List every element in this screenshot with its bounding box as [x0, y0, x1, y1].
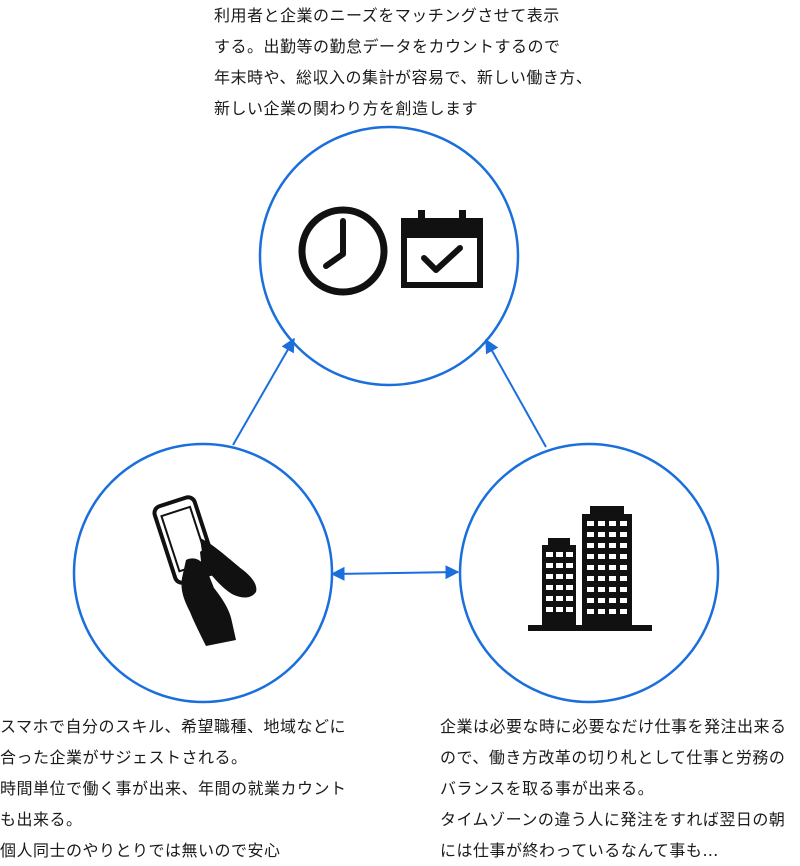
- buildings-icon: [528, 506, 652, 631]
- description-line: 個人同士のやりとりでは無いので安心: [0, 841, 281, 860]
- calendar-check-icon: [401, 210, 483, 288]
- left-node-description: スマホで自分のスキル、希望職種、地域などに 合った企業がサジェストされる。 時間…: [0, 711, 380, 866]
- arrow-left-right: [330, 565, 460, 581]
- description-line: も出来る。: [0, 810, 83, 829]
- description-line: スマホで自分のスキル、希望職種、地域などに: [0, 717, 347, 736]
- description-line: 利用者と企業のニーズをマッチングさせて表示: [214, 6, 560, 25]
- right-node-description: 企業は必要な時に必要なだけ仕事を発注出来る ので、働き方改革の切り札として仕事と…: [440, 711, 800, 866]
- right-node-circle: [458, 442, 720, 704]
- description-line: する。出勤等の勤怠データをカウントするので: [214, 37, 561, 56]
- arrow-left-to-top: [232, 337, 295, 446]
- description-line: 時間単位で働く事が出来、年間の就業カウント: [0, 779, 347, 798]
- description-line: 企業は必要な時に必要なだけ仕事を発注出来る: [440, 717, 787, 736]
- smartphone-hand-icon: [152, 495, 257, 646]
- description-line: 合った企業がサジェストされる。: [0, 748, 248, 767]
- description-line: 新しい企業の関わり方を創造します: [214, 99, 479, 118]
- arrow-right-to-top: [485, 338, 547, 448]
- description-line: タイムゾーンの違う人に発注をすれば翌日の朝: [440, 810, 786, 829]
- top-node-circle: [258, 125, 520, 387]
- description-line: バランスを取る事が出来る。: [440, 779, 655, 798]
- clock-icon: [298, 206, 388, 296]
- description-line: 年末時や、総収入の集計が容易で、新しい働き方、: [214, 68, 593, 87]
- top-node-description: 利用者と企業のニーズをマッチングさせて表示 する。出勤等の勤怠データをカウントす…: [214, 0, 614, 124]
- description-line: には仕事が終わっているなんて事も…: [440, 841, 719, 860]
- description-line: ので、働き方改革の切り札として仕事と労務の: [440, 748, 786, 767]
